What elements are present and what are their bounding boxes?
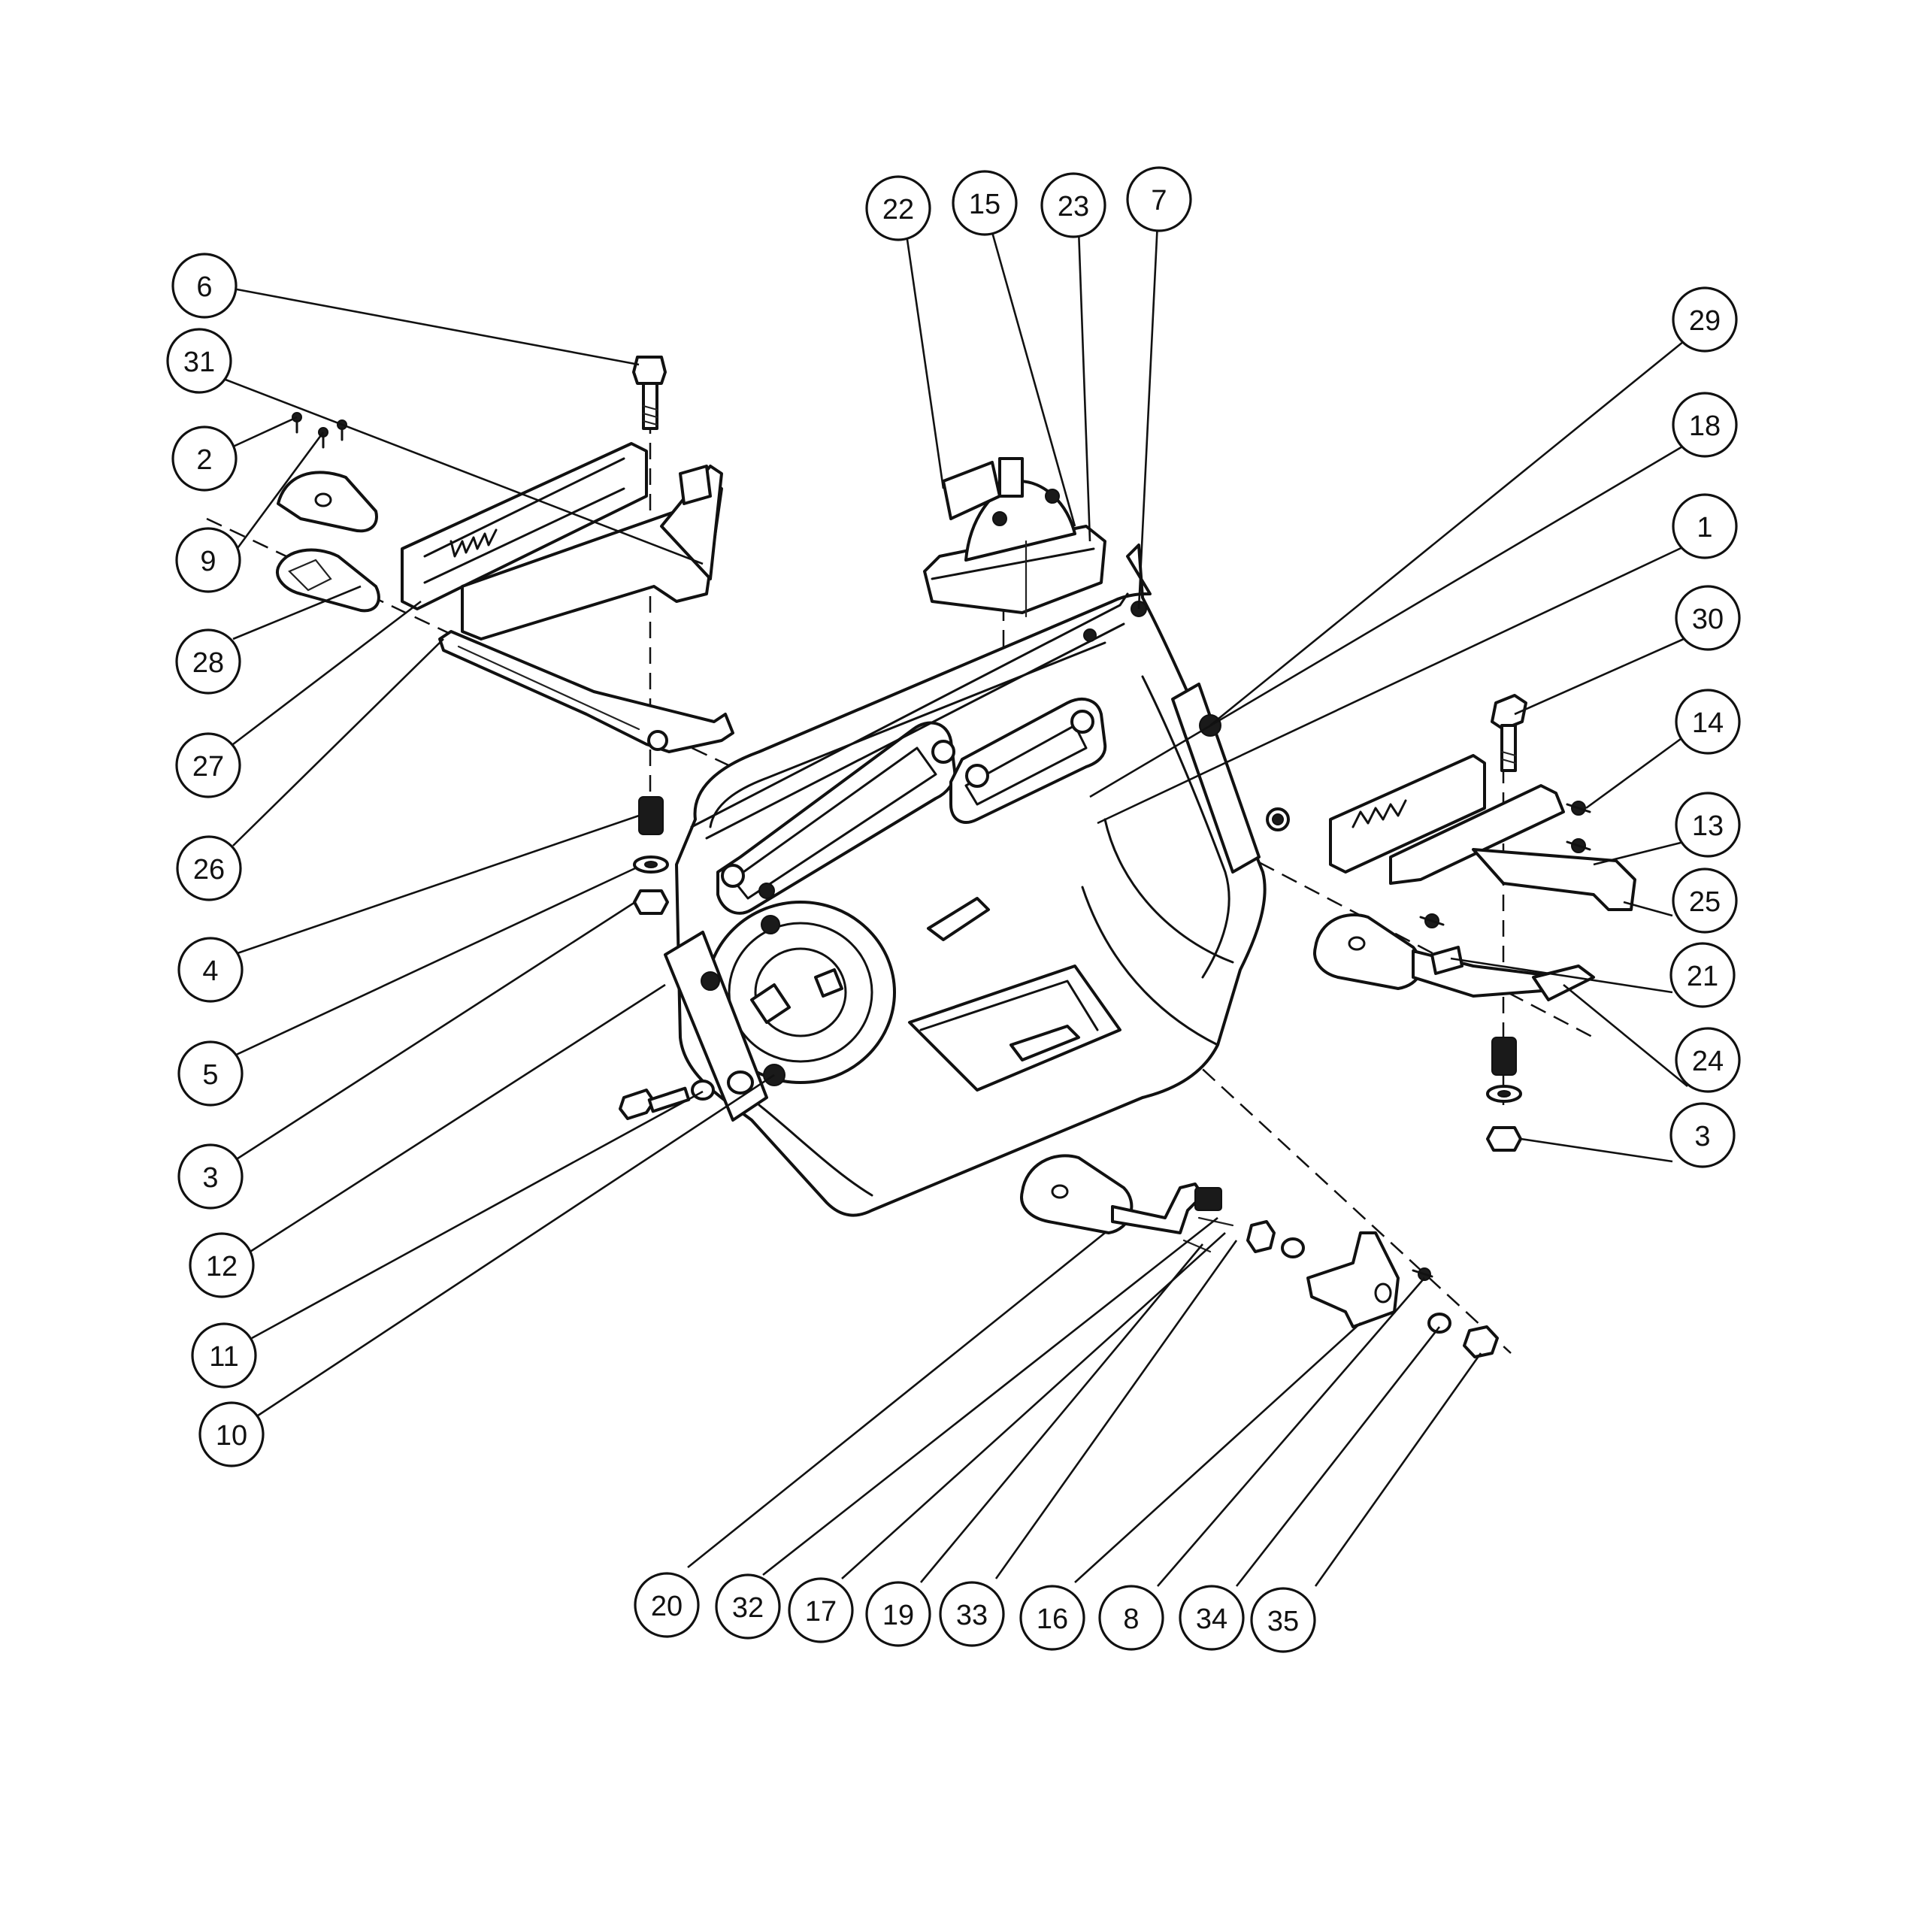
svg-text:27: 27 bbox=[192, 751, 224, 783]
svg-text:12: 12 bbox=[206, 1251, 238, 1282]
crank-assembly bbox=[1020, 1154, 1499, 1358]
svg-text:3: 3 bbox=[1694, 1121, 1710, 1152]
callout-3-right: 3 bbox=[1669, 1102, 1736, 1168]
lower-left-fasteners bbox=[619, 883, 785, 1120]
callout-31: 31 bbox=[166, 328, 232, 394]
callout-5: 5 bbox=[177, 1040, 244, 1107]
left-knob-assembly bbox=[276, 412, 380, 613]
callout-34: 34 bbox=[1179, 1585, 1245, 1651]
svg-text:9: 9 bbox=[200, 546, 216, 577]
callout-4: 4 bbox=[177, 937, 244, 1003]
callout-28: 28 bbox=[175, 628, 241, 695]
svg-text:1: 1 bbox=[1697, 512, 1712, 544]
svg-text:35: 35 bbox=[1267, 1606, 1299, 1637]
svg-text:34: 34 bbox=[1196, 1603, 1227, 1635]
callout-22: 22 bbox=[865, 175, 931, 241]
top-motor-assembly bbox=[923, 457, 1106, 618]
svg-text:32: 32 bbox=[732, 1592, 764, 1624]
svg-text:33: 33 bbox=[956, 1600, 988, 1631]
callout-30: 30 bbox=[1675, 585, 1741, 651]
svg-text:11: 11 bbox=[209, 1341, 238, 1373]
callout-25: 25 bbox=[1672, 868, 1738, 934]
svg-text:20: 20 bbox=[651, 1591, 683, 1622]
callout-27: 27 bbox=[175, 732, 241, 798]
svg-text:29: 29 bbox=[1689, 305, 1721, 337]
callout-33: 33 bbox=[939, 1581, 1005, 1647]
callout-21: 21 bbox=[1669, 942, 1736, 1008]
callout-10: 10 bbox=[198, 1401, 265, 1467]
callout-9: 9 bbox=[175, 527, 241, 593]
svg-text:14: 14 bbox=[1692, 707, 1724, 739]
callout-7: 7 bbox=[1126, 166, 1192, 232]
callout-32: 32 bbox=[715, 1573, 781, 1640]
callout-18: 18 bbox=[1672, 392, 1738, 458]
svg-text:2: 2 bbox=[196, 444, 212, 476]
callout-16: 16 bbox=[1019, 1585, 1085, 1651]
callout-8: 8 bbox=[1098, 1585, 1164, 1651]
svg-text:4: 4 bbox=[202, 955, 218, 987]
right-bracket-assembly bbox=[1313, 694, 1636, 1152]
callout-2: 2 bbox=[171, 425, 238, 492]
callout-19: 19 bbox=[865, 1581, 931, 1647]
callout-13: 13 bbox=[1675, 792, 1741, 858]
callout-1: 1 bbox=[1672, 493, 1738, 559]
svg-text:30: 30 bbox=[1692, 604, 1724, 635]
svg-text:31: 31 bbox=[183, 347, 215, 378]
callout-20: 20 bbox=[634, 1572, 700, 1638]
svg-text:3: 3 bbox=[202, 1162, 218, 1194]
svg-text:17: 17 bbox=[805, 1596, 837, 1628]
svg-text:5: 5 bbox=[202, 1059, 218, 1091]
svg-text:16: 16 bbox=[1037, 1603, 1068, 1635]
svg-text:15: 15 bbox=[969, 189, 1000, 220]
callout-24: 24 bbox=[1675, 1027, 1741, 1093]
callout-29: 29 bbox=[1672, 286, 1738, 353]
callout-11: 11 bbox=[191, 1322, 257, 1388]
svg-text:25: 25 bbox=[1689, 886, 1721, 918]
svg-text:22: 22 bbox=[882, 194, 914, 226]
svg-text:24: 24 bbox=[1692, 1046, 1724, 1077]
callout-26: 26 bbox=[176, 835, 242, 901]
svg-text:28: 28 bbox=[192, 647, 224, 679]
bolt-spring-stack-left bbox=[632, 356, 669, 915]
svg-text:26: 26 bbox=[193, 854, 225, 886]
svg-text:13: 13 bbox=[1692, 810, 1724, 842]
callout-6: 6 bbox=[171, 253, 238, 319]
callout-35: 35 bbox=[1250, 1587, 1316, 1653]
svg-text:6: 6 bbox=[196, 271, 212, 303]
leader-lines bbox=[225, 221, 1688, 1587]
svg-text:10: 10 bbox=[216, 1420, 247, 1452]
svg-text:18: 18 bbox=[1689, 410, 1721, 442]
left-bracket-assembly bbox=[401, 442, 734, 753]
svg-text:8: 8 bbox=[1123, 1603, 1139, 1635]
callout-14: 14 bbox=[1675, 689, 1741, 755]
svg-text:7: 7 bbox=[1151, 185, 1167, 217]
svg-text:23: 23 bbox=[1058, 191, 1089, 223]
svg-text:19: 19 bbox=[882, 1600, 914, 1631]
callout-3-left: 3 bbox=[177, 1143, 244, 1210]
callout-23: 23 bbox=[1040, 172, 1106, 238]
callout-17: 17 bbox=[788, 1577, 854, 1643]
svg-text:21: 21 bbox=[1687, 961, 1718, 992]
main-housing bbox=[664, 544, 1290, 1217]
callout-12: 12 bbox=[189, 1232, 255, 1298]
callout-15: 15 bbox=[952, 170, 1018, 236]
